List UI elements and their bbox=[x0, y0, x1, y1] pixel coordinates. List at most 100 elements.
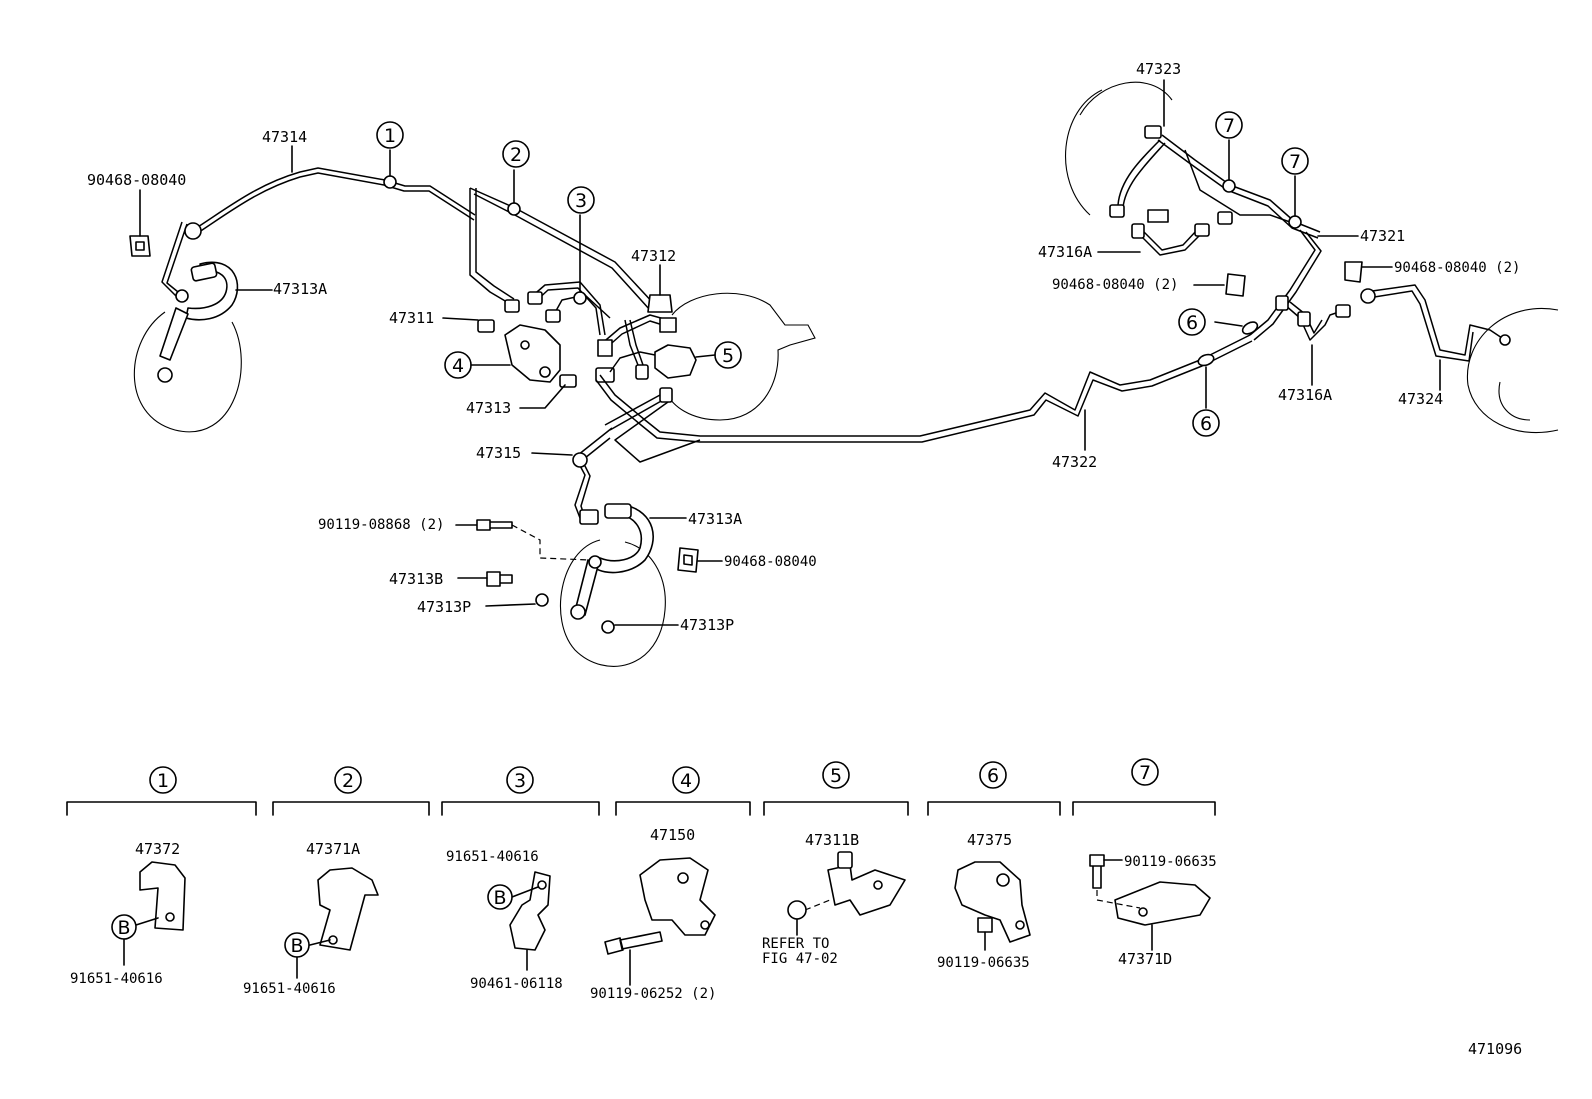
svg-text:4: 4 bbox=[452, 355, 464, 377]
detail-5: 5 47311B REFER TO FIG 47-02 bbox=[762, 761, 906, 967]
clip-90468-top-left bbox=[129, 235, 151, 257]
svg-text:47375: 47375 bbox=[967, 831, 1012, 849]
callout-2: 2 bbox=[502, 140, 530, 168]
svg-text:3: 3 bbox=[514, 770, 526, 792]
rear-right-brake bbox=[1466, 308, 1559, 434]
svg-text:7: 7 bbox=[1289, 151, 1301, 173]
svg-text:90119-06635: 90119-06635 bbox=[1124, 854, 1217, 870]
label-47313: 47313 bbox=[466, 399, 511, 417]
bolt-90119-06252 bbox=[604, 931, 663, 955]
callout-1: 1 bbox=[376, 121, 404, 149]
detail-4: 4 47150 90119-06252 (2) bbox=[590, 766, 716, 1002]
clamp-47371A bbox=[317, 867, 379, 951]
svg-text:90119-06635: 90119-06635 bbox=[937, 955, 1030, 971]
label-47316A-right: 47316A bbox=[1278, 386, 1332, 404]
valve-47150 bbox=[639, 857, 716, 936]
detail-6: 6 47375 90119-06635 bbox=[937, 761, 1031, 971]
label-47321: 47321 bbox=[1360, 227, 1405, 245]
svg-text:2: 2 bbox=[510, 144, 522, 166]
svg-text:47371D: 47371D bbox=[1118, 950, 1172, 968]
svg-text:4: 4 bbox=[680, 770, 692, 792]
pipe-47316A-left bbox=[1139, 234, 1201, 256]
label-90468-08040-center: 90468-08040 bbox=[724, 554, 817, 570]
svg-text:3: 3 bbox=[575, 190, 587, 212]
label-47312: 47312 bbox=[631, 247, 676, 265]
label-47315: 47315 bbox=[476, 444, 521, 462]
clamp-47375 bbox=[954, 861, 1031, 943]
label-47322: 47322 bbox=[1052, 453, 1097, 471]
svg-text:1: 1 bbox=[157, 770, 169, 792]
svg-text:47150: 47150 bbox=[650, 826, 695, 844]
front-left-wheel bbox=[133, 311, 242, 433]
callout-6a: 6 bbox=[1178, 308, 1206, 336]
clamp-47371D bbox=[1114, 881, 1211, 926]
detail-1: 1 47372 B 91651-40616 bbox=[70, 766, 186, 987]
front-right-wheel bbox=[559, 539, 666, 667]
svg-text:91651-40616: 91651-40616 bbox=[243, 981, 336, 997]
label-47313A-left: 47313A bbox=[273, 280, 327, 298]
label-47314: 47314 bbox=[262, 128, 307, 146]
svg-text:7: 7 bbox=[1139, 762, 1151, 784]
master-cylinder bbox=[504, 324, 561, 383]
proportioning-valve bbox=[654, 344, 697, 379]
svg-text:7: 7 bbox=[1223, 115, 1235, 137]
callout-6b: 6 bbox=[1192, 409, 1220, 437]
svg-text:91651-40616: 91651-40616 bbox=[70, 971, 163, 987]
svg-text:2: 2 bbox=[342, 770, 354, 792]
label-47316A-left: 47316A bbox=[1038, 243, 1092, 261]
callout-5: 5 bbox=[714, 341, 742, 369]
cap-47313P-left bbox=[535, 593, 549, 607]
svg-text:5: 5 bbox=[830, 765, 842, 787]
clamp-90461-06118 bbox=[509, 871, 551, 951]
svg-text:FIG 47-02: FIG 47-02 bbox=[762, 951, 838, 967]
svg-text:90119-06252 (2): 90119-06252 (2) bbox=[590, 986, 716, 1002]
bolt-90119-06635 bbox=[1089, 854, 1105, 889]
label-90119-08868: 90119-08868 (2) bbox=[318, 517, 444, 533]
bleeder-47313B bbox=[486, 571, 513, 587]
callout-4: 4 bbox=[444, 351, 472, 379]
svg-text:5: 5 bbox=[722, 345, 734, 367]
label-47311: 47311 bbox=[389, 309, 434, 327]
pipe-47322 bbox=[599, 334, 1251, 437]
svg-text:B: B bbox=[493, 887, 506, 909]
svg-text:B: B bbox=[117, 917, 130, 939]
svg-text:90461-06118: 90461-06118 bbox=[470, 976, 563, 992]
clip-90468-rear-mid bbox=[1225, 273, 1246, 297]
svg-text:1: 1 bbox=[384, 125, 396, 147]
callout-7a: 7 bbox=[1215, 111, 1243, 139]
label-47313P-left: 47313P bbox=[417, 598, 471, 616]
svg-text:6: 6 bbox=[1200, 413, 1212, 435]
svg-text:91651-40616: 91651-40616 bbox=[446, 849, 539, 865]
cap-47313P-right bbox=[601, 620, 615, 634]
clip-90468-center bbox=[677, 547, 699, 573]
pipe-47324 bbox=[1364, 284, 1506, 356]
union-47311B bbox=[827, 864, 906, 916]
detail-7: 7 90119-06635 47371D bbox=[1089, 758, 1217, 968]
svg-text:REFER TO: REFER TO bbox=[762, 936, 829, 952]
bolt-90119-08868 bbox=[476, 519, 513, 531]
label-47313P-right: 47313P bbox=[680, 616, 734, 634]
svg-text:47371A: 47371A bbox=[306, 840, 360, 858]
svg-text:47372: 47372 bbox=[135, 840, 180, 858]
label-47313B: 47313B bbox=[389, 570, 443, 588]
pipe-47314 bbox=[189, 167, 476, 233]
clamp-47372 bbox=[139, 861, 186, 931]
svg-text:B: B bbox=[290, 935, 303, 957]
detail-views: 1 47372 B 91651-40616 2 47371A B 91651-4… bbox=[66, 758, 1217, 1002]
detail-3: 3 91651-40616 B 90461-06118 bbox=[446, 766, 563, 992]
label-47324: 47324 bbox=[1398, 390, 1443, 408]
label-90468-08040-2-mid: 90468-08040 (2) bbox=[1052, 277, 1178, 293]
svg-text:47311B: 47311B bbox=[805, 831, 859, 849]
svg-text:6: 6 bbox=[987, 765, 999, 787]
figure-number: 471096 bbox=[1468, 1040, 1522, 1058]
label-90468-08040-tl: 90468-08040 bbox=[87, 171, 186, 189]
label-47323: 47323 bbox=[1136, 60, 1181, 78]
label-47313A-center: 47313A bbox=[688, 510, 742, 528]
brake-booster bbox=[667, 292, 816, 421]
label-90468-08040-2-right: 90468-08040 (2) bbox=[1394, 260, 1520, 276]
callout-3: 3 bbox=[567, 186, 595, 214]
callout-7b: 7 bbox=[1281, 147, 1309, 175]
detail-2: 2 47371A B 91651-40616 bbox=[243, 766, 379, 997]
svg-text:6: 6 bbox=[1186, 312, 1198, 334]
